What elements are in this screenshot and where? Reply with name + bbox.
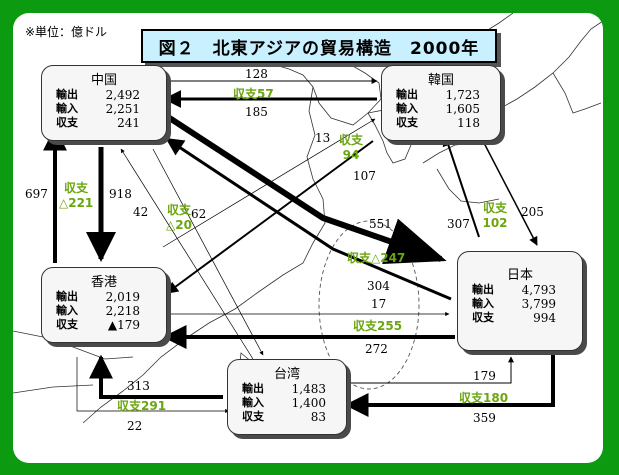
- flow-value: 551: [369, 217, 392, 231]
- label-export: 輸出: [56, 290, 78, 303]
- flow-balance: 収支 △221: [59, 181, 94, 210]
- value-balance: 241: [117, 116, 140, 130]
- label-balance: 収支: [242, 410, 264, 423]
- value-balance: 994: [533, 311, 556, 325]
- label-export: 輸出: [56, 88, 78, 101]
- label-import: 輸入: [56, 304, 78, 317]
- flow-balance: 収支 △20: [166, 203, 192, 232]
- box-china: 中国 輸出 2,492 輸入 2,251 収支 241: [41, 65, 167, 141]
- flow-value: 42: [133, 205, 149, 219]
- country-name: 香港: [90, 275, 117, 290]
- label-balance: 収支: [396, 116, 418, 129]
- label-import: 輸入: [472, 297, 494, 310]
- flow-balance: 収支255: [353, 319, 403, 333]
- flow-balance: 収支57: [233, 87, 274, 101]
- value-import: 1,605: [445, 102, 480, 116]
- flow-value: 62: [191, 207, 207, 221]
- value-import: 3,799: [521, 297, 556, 311]
- flow-balance: 収支 94: [338, 133, 363, 162]
- value-export: 4,793: [521, 283, 556, 297]
- box-korea: 韓国 輸出 1,723 輸入 1,605 収支 118: [381, 65, 501, 141]
- value-balance: 83: [310, 410, 326, 424]
- value-import: 1,400: [291, 396, 326, 410]
- value-export: 2,019: [105, 290, 140, 304]
- value-export: 1,723: [445, 88, 480, 102]
- dashed-ellipse: [318, 220, 420, 390]
- diagram-panel: ※単位：億ドル 図２ 北東アジアの貿易構造 2000年 中国 輸出 2,492 輸…: [13, 13, 603, 463]
- value-export: 1,483: [291, 382, 326, 396]
- flow-arrows: [43, 78, 555, 417]
- flow-value: 359: [473, 411, 496, 425]
- flow-balance: 収支△247: [347, 251, 406, 265]
- value-balance: ▲179: [107, 318, 140, 332]
- label-export: 輸出: [396, 88, 418, 101]
- country-name: 台湾: [273, 367, 300, 382]
- value-balance: 118: [457, 116, 480, 130]
- label-export: 輸出: [242, 382, 264, 395]
- label-import: 輸入: [242, 396, 264, 409]
- flow-value: 307: [447, 217, 470, 231]
- flow-value: 304: [367, 279, 390, 293]
- box-hongkong: 香港 輸出 2,019 輸入 2,218 収支 ▲179: [41, 267, 167, 343]
- flow-value: 17: [371, 297, 387, 311]
- country-name: 韓国: [427, 73, 454, 88]
- flow-value: 918: [109, 187, 132, 201]
- label-import: 輸入: [396, 102, 418, 115]
- flow-value: 22: [127, 419, 143, 433]
- flow-balance: 収支291: [117, 399, 167, 413]
- flow-balance: 収支180: [459, 391, 509, 405]
- value-import: 2,251: [105, 102, 140, 116]
- country-name: 中国: [90, 73, 117, 88]
- flow-value: 697: [25, 187, 48, 201]
- country-name: 日本: [506, 268, 533, 283]
- label-import: 輸入: [56, 102, 78, 115]
- label-balance: 収支: [472, 311, 494, 324]
- flow-value: 179: [473, 369, 496, 383]
- value-import: 2,218: [105, 304, 140, 318]
- unit-note: ※単位：億ドル: [25, 25, 108, 39]
- flow-value: 272: [365, 342, 388, 356]
- flow-value: 185: [245, 105, 268, 119]
- box-japan: 日本 輸出 4,793 輸入 3,799 収支 994: [457, 251, 583, 351]
- flow-value: 205: [521, 205, 544, 219]
- flow-value: 128: [245, 67, 268, 81]
- diagram-title: 図２ 北東アジアの貿易構造 2000年: [141, 29, 497, 63]
- label-balance: 収支: [56, 318, 78, 331]
- value-export: 2,492: [105, 88, 140, 102]
- box-taiwan: 台湾 輸出 1,483 輸入 1,400 収支 83: [227, 359, 347, 435]
- flow-balance: 収支 102: [482, 201, 508, 230]
- label-export: 輸出: [472, 283, 494, 296]
- flow-value: 107: [353, 169, 376, 183]
- flow-value: 313: [127, 379, 150, 393]
- flow-value: 13: [315, 131, 331, 145]
- label-balance: 収支: [56, 116, 78, 129]
